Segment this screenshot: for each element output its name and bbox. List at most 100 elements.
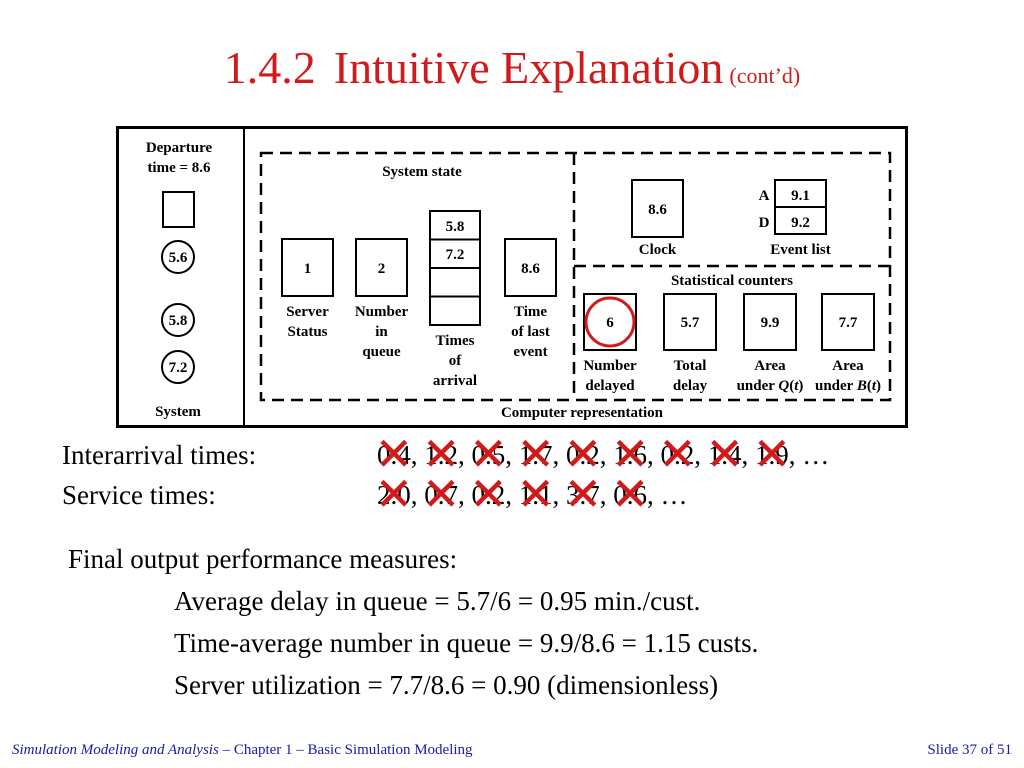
server-box	[162, 191, 195, 228]
interarrival-value: 0.4	[377, 440, 411, 470]
interarrival-value: 1.9	[755, 440, 789, 470]
total-delay-value: 5.7	[681, 315, 700, 331]
interarrival-values: 0.4, 1.2, 0.5, 1.7, 0.2, 1.6, 0.2, 1.4, …	[377, 438, 829, 472]
queue-count-label-3: queue	[362, 344, 401, 360]
server-status-label-1: Server	[286, 304, 329, 320]
interarrival-value: 0.2	[566, 440, 600, 470]
customer-circle	[161, 350, 195, 384]
area-q-t: t	[794, 378, 799, 394]
departure-label-1: Departure	[146, 140, 213, 156]
departure-label-2: time = 8.6	[147, 160, 211, 176]
queue-count-label-1: Number	[355, 304, 409, 320]
num-delayed-value: 6	[606, 315, 614, 331]
arrival-label-2: of	[449, 353, 463, 369]
service-value: 0.6	[613, 480, 647, 510]
area-b-label-1: Area	[832, 358, 864, 374]
simulation-state-diagram: Departure time = 8.6 5.6 5.8 7.2 System …	[116, 126, 908, 428]
area-b-value: 7.7	[839, 315, 858, 331]
interarrival-value: 1.7	[519, 440, 553, 470]
area-b-symbol: B	[856, 378, 867, 394]
last-event-label-2: of last	[511, 324, 550, 340]
num-delayed-box	[583, 293, 637, 351]
computer-representation-border	[259, 151, 892, 402]
interarrival-value: 0.2	[661, 440, 695, 470]
server-status-label-2: Status	[287, 324, 327, 340]
clock-value: 8.6	[648, 202, 667, 218]
customer-time: 5.8	[169, 313, 188, 329]
performance-heading: Final output performance measures:	[68, 544, 458, 574]
performance-measures: Final output performance measures: Avera…	[68, 538, 758, 706]
slide-footer: Simulation Modeling and Analysis – Chapt…	[12, 742, 1012, 759]
slide-number: Slide 37 of 51	[927, 742, 1012, 758]
interarrival-value: 1.6	[613, 440, 647, 470]
area-q-box	[743, 293, 797, 351]
section-number: 1.4.2	[223, 42, 316, 93]
queue-count-value: 2	[378, 261, 386, 277]
customer-time: 7.2	[169, 360, 188, 376]
slide-title: 1.4.2 Intuitive Explanation(cont’d)	[0, 38, 1024, 106]
interarrival-value: 1.2	[424, 440, 458, 470]
area-q-symbol: Q	[778, 378, 789, 394]
interarrival-label: Interarrival times:	[62, 440, 257, 470]
footer-chapter: – Chapter 1 – Basic Simulation Modeling	[218, 742, 473, 758]
server-status-value: 1	[304, 261, 312, 277]
area-q-value: 9.9	[761, 315, 780, 331]
interarrival-value: 1.4	[708, 440, 742, 470]
arrival-label-1: Times	[436, 333, 475, 349]
event-a-value: 9.1	[791, 188, 810, 204]
system-label: System	[155, 404, 201, 420]
num-delayed-label-1: Number	[583, 358, 637, 374]
area-b-label-2: under B(t)	[815, 378, 881, 394]
diagram-frame	[116, 126, 908, 428]
service-label: Service times:	[62, 480, 216, 510]
area-q-under: under	[737, 378, 776, 394]
num-delayed-label-2: delayed	[585, 378, 635, 394]
total-delay-label-1: Total	[674, 358, 707, 374]
title-sub: (cont’d)	[729, 63, 801, 88]
arrival-time-value: 7.2	[446, 247, 465, 263]
area-q-label-2: under Q(t)	[737, 378, 804, 394]
queue-count-box	[355, 238, 408, 297]
queue-count-label-2: in	[375, 324, 388, 340]
footer-book-title: Simulation Modeling and Analysis	[12, 742, 219, 758]
area-b-box	[821, 293, 875, 351]
arrival-time-value: 5.8	[446, 219, 465, 235]
interarrival-value: 0.5	[472, 440, 506, 470]
area-q-label-1: Area	[754, 358, 786, 374]
total-delay-label-2: delay	[673, 378, 708, 394]
last-event-label-1: Time	[514, 304, 547, 320]
num-delayed-highlight	[584, 296, 636, 348]
last-event-label-3: event	[513, 344, 547, 360]
server-status-box	[281, 238, 334, 297]
last-event-value: 8.6	[521, 261, 540, 277]
service-value: 0.7	[424, 480, 458, 510]
clock-label: Clock	[639, 242, 677, 258]
event-a-label: A	[759, 188, 770, 204]
service-value: 2.0	[377, 480, 411, 510]
statistical-counters-title: Statistical counters	[671, 273, 793, 289]
service-value: 0.2	[472, 480, 506, 510]
area-b-t: t	[872, 378, 877, 394]
area-b-under: under	[815, 378, 854, 394]
last-event-box	[504, 238, 557, 297]
service-values: 2.0, 0.7, 0.2, 1.1, 3.7, 0.6, …	[377, 478, 688, 512]
service-value: 3.7	[566, 480, 600, 510]
arrival-label-3: arrival	[433, 373, 477, 389]
event-list-label: Event list	[770, 242, 830, 258]
average-delay-line: Average delay in queue = 5.7/6 = 0.95 mi…	[174, 586, 701, 616]
customer-circle	[161, 240, 195, 274]
server-utilization-line: Server utilization = 7.7/8.6 = 0.90 (dim…	[174, 670, 719, 700]
event-d-label: D	[759, 215, 770, 231]
title-text: Intuitive Explanation	[333, 42, 724, 93]
customer-time: 5.6	[169, 250, 188, 266]
interarrival-ellipsis: …	[802, 440, 830, 470]
total-delay-box	[663, 293, 717, 351]
event-d-value: 9.2	[791, 215, 810, 231]
service-value: 1.1	[519, 480, 553, 510]
service-ellipsis: …	[660, 480, 688, 510]
computer-representation-label: Computer representation	[501, 405, 664, 421]
time-average-number-line: Time-average number in queue = 9.9/8.6 =…	[174, 628, 759, 658]
system-state-title: System state	[382, 164, 462, 180]
clock-box	[631, 179, 684, 238]
customer-circle	[161, 303, 195, 337]
